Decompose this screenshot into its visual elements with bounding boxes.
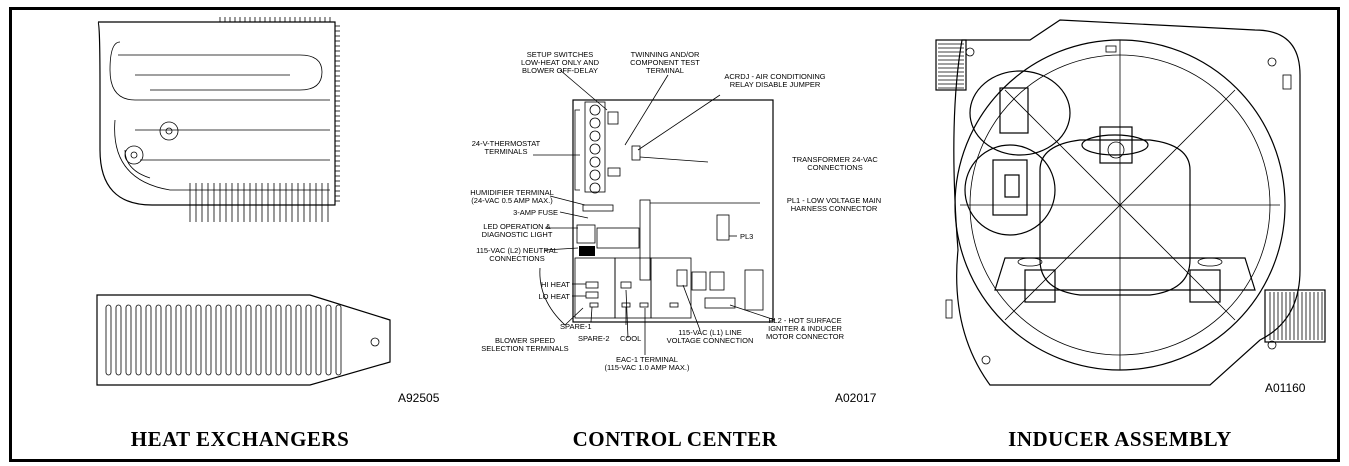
exchanger-slot <box>155 304 162 376</box>
label-cool: COOL <box>620 334 641 343</box>
label-humidifier: HUMIDIFIER TERMINAL(24-VAC 0.5 AMP MAX.) <box>470 188 554 205</box>
inducer-ref: A01160 <box>1265 381 1306 395</box>
exchanger-slot <box>325 304 332 376</box>
heat-exchanger-ref: A92505 <box>398 391 440 405</box>
exchanger-slot <box>285 304 292 376</box>
exchanger-slot <box>105 304 112 376</box>
label-spare1: SPARE-1 <box>560 322 592 331</box>
exchanger-slot <box>165 304 172 376</box>
inducer-assembly-caption: INDUCER ASSEMBLY <box>1008 427 1232 451</box>
figure-frame <box>9 7 1340 462</box>
label-pl3: PL3 <box>740 232 753 241</box>
control-board-diagram <box>572 99 774 323</box>
exchanger-slot <box>185 304 192 376</box>
exchanger-slot <box>125 304 132 376</box>
terminal-screw <box>589 156 601 168</box>
heat-exchangers-caption: HEAT EXCHANGERS <box>131 427 350 451</box>
label-hi-heat: HI HEAT <box>541 280 570 289</box>
exchanger-slot <box>295 304 302 376</box>
exchanger-slot <box>235 304 242 376</box>
control-callout-lines <box>533 69 776 355</box>
exchanger-slot <box>245 304 252 376</box>
exchanger-slot <box>205 304 212 376</box>
terminal-screw <box>589 169 601 181</box>
label-eac1: EAC-1 TERMINAL(115-VAC 1.0 AMP MAX.) <box>604 355 690 372</box>
exchanger-slot <box>175 304 182 376</box>
exchanger-slot <box>335 304 342 376</box>
exchanger-slot <box>215 304 222 376</box>
terminal-screw <box>589 182 601 194</box>
label-led: LED OPERATION &DIAGNOSTIC LIGHT <box>482 222 553 239</box>
terminal-screw <box>589 117 601 129</box>
heat-exchanger-top-diagram <box>97 17 340 222</box>
exchanger-slot <box>315 304 322 376</box>
label-fuse: 3-AMP FUSE <box>513 208 558 217</box>
exchanger-slot <box>195 304 202 376</box>
exchanger-slot <box>305 304 312 376</box>
terminal-screw <box>589 130 601 142</box>
exchanger-slot <box>115 304 122 376</box>
heat-exchanger-bottom-diagram <box>96 294 391 386</box>
exchanger-slot <box>145 304 152 376</box>
exchanger-slot <box>225 304 232 376</box>
exchanger-slot <box>135 304 142 376</box>
control-center-caption: CONTROL CENTER <box>573 427 778 451</box>
exchanger-slot <box>265 304 272 376</box>
control-center-ref: A02017 <box>835 391 877 405</box>
exchanger-slot <box>255 304 262 376</box>
label-lo-heat: LO HEAT <box>538 292 570 301</box>
exchanger-slot <box>275 304 282 376</box>
label-spare2: SPARE-2 <box>578 334 610 343</box>
terminal-screw <box>589 104 601 116</box>
inducer-assembly-diagram <box>935 19 1326 386</box>
terminal-screw <box>589 143 601 155</box>
